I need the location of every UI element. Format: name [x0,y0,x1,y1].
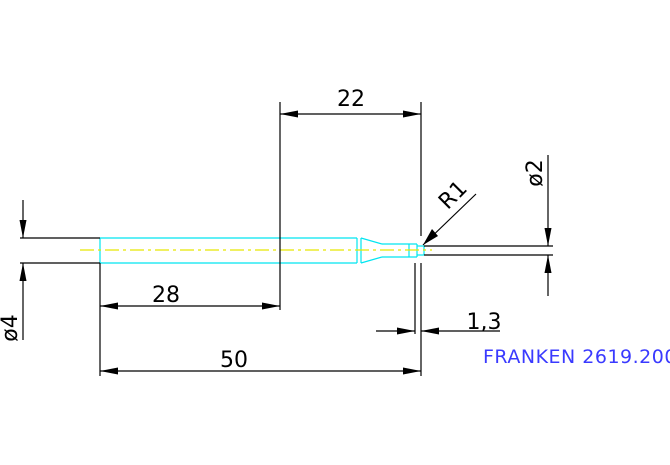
arrowhead-top [544,228,552,246]
dimension-shank-diameter: ø4 [0,200,100,342]
dimension-total-length: 50 [100,263,422,376]
part-number-label: FRANKEN 2619.200 [483,346,670,368]
arrowhead-right [262,302,280,310]
arrowhead-left [280,110,298,118]
dimension-shank-length: 28 [99,263,280,376]
dimension-tip-length: 1,3 [376,310,502,335]
shank-diameter-label: ø4 [0,314,23,341]
arrowhead-left [100,302,118,310]
arrowhead-left [100,367,118,375]
arrowhead-bottom [544,255,552,273]
shank-length-label: 28 [152,283,180,308]
tip-diameter-label: ø2 [523,159,548,186]
total-length-label: 50 [220,348,248,373]
neck-length-label: 22 [337,87,365,112]
arrowhead-bottom [19,263,27,281]
arrowhead-right [403,110,421,118]
taper-top [360,237,383,245]
arrowhead-right [403,367,421,375]
taper-bottom [360,256,383,264]
dimension-tip-diameter: ø2 [424,155,553,296]
arrowhead-right [421,327,439,335]
arrowhead-top [19,220,27,238]
radius-arrowhead [423,229,438,245]
tip-length-label: 1,3 [467,310,502,335]
dimension-neck-length: 22 [279,87,422,310]
arrowhead-left [397,327,415,335]
